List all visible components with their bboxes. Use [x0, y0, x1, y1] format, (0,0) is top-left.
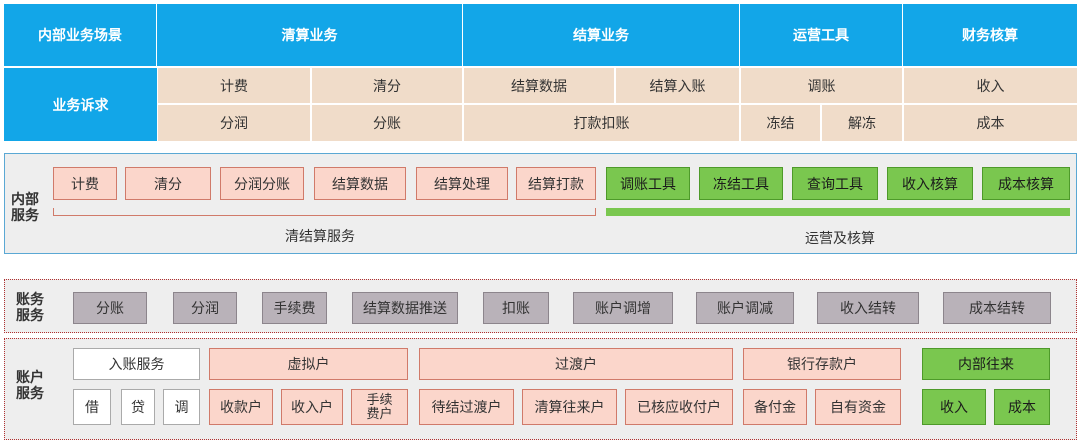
- internal-service-item: 结算处理: [416, 167, 508, 200]
- internal-service-item: 计费: [53, 167, 117, 200]
- account-child: 自有资金: [815, 389, 901, 425]
- header-ops-tools: 运营工具: [740, 4, 903, 66]
- accounting-item: 手续费: [262, 292, 327, 324]
- accounting-item: 成本结转: [943, 292, 1051, 324]
- account-child: 收款户: [209, 389, 273, 425]
- req-cell: 调账: [741, 68, 902, 103]
- internal-tool-item: 收入核算: [887, 167, 973, 200]
- account-services-label: 账户 服务: [16, 369, 44, 401]
- req-cell: 计费: [158, 68, 310, 103]
- req-cell: 收入: [904, 68, 1077, 103]
- ops-bracket: [606, 208, 1070, 216]
- account-child: 备付金: [743, 389, 807, 425]
- accounting-item: 扣账: [483, 292, 549, 324]
- account-child: 已核应收付户: [625, 389, 733, 425]
- account-child: 收入: [922, 389, 986, 425]
- req-cell: 分润: [158, 105, 310, 141]
- account-child: 清算往来户: [522, 389, 617, 425]
- accounting-item: 分账: [73, 292, 147, 324]
- internal-tool-item: 调账工具: [606, 167, 690, 200]
- account-child: 成本: [994, 389, 1050, 425]
- internal-service-item: 结算打款: [516, 167, 596, 200]
- ops-caption: 运营及核算: [805, 230, 875, 246]
- requirements-label: 业务诉求: [4, 68, 157, 141]
- accounting-item: 结算数据推送: [352, 292, 458, 324]
- account-child: 贷: [121, 389, 155, 425]
- account-child: 收入户: [281, 389, 343, 425]
- header-finance: 财务核算: [903, 4, 1077, 66]
- internal-service-item: 清分: [125, 167, 211, 200]
- internal-services-label: 内部 服务: [11, 191, 39, 223]
- req-cell: 清分: [312, 68, 462, 103]
- account-group-title: 入账服务: [73, 348, 200, 380]
- accounting-item: 收入结转: [817, 292, 919, 324]
- req-cell: 结算数据: [464, 68, 614, 103]
- accounting-item: 分润: [173, 292, 237, 324]
- header-settlement: 结算业务: [463, 4, 740, 66]
- account-group-title: 银行存款户: [743, 348, 901, 380]
- internal-tool-item: 成本核算: [982, 167, 1070, 200]
- accounting-services-label: 账务 服务: [16, 291, 44, 323]
- account-child: 待结过渡户: [419, 389, 514, 425]
- clearing-caption: 清结算服务: [285, 228, 355, 244]
- header-clearing: 清算业务: [157, 4, 463, 66]
- header-scene: 内部业务场景: [4, 4, 157, 66]
- clearing-bracket: [53, 208, 596, 216]
- req-cell: 打款扣账: [464, 105, 739, 141]
- account-group-title: 虚拟户: [209, 348, 408, 380]
- internal-service-item: 分润分账: [220, 167, 304, 200]
- account-child: 调: [163, 389, 200, 425]
- req-cell: 分账: [312, 105, 462, 141]
- account-child: 借: [73, 389, 111, 425]
- req-cell: 冻结: [741, 105, 820, 141]
- account-child: 手续 费户: [351, 389, 408, 425]
- account-group-title: 过渡户: [419, 348, 733, 380]
- accounting-item: 账户调减: [696, 292, 794, 324]
- internal-service-item: 结算数据: [314, 167, 406, 200]
- internal-tool-item: 查询工具: [792, 167, 878, 200]
- accounting-item: 账户调增: [573, 292, 673, 324]
- account-group-title: 内部往来: [922, 348, 1050, 380]
- internal-tool-item: 冻结工具: [699, 167, 783, 200]
- req-cell: 解冻: [822, 105, 902, 141]
- req-cell: 成本: [904, 105, 1077, 141]
- req-cell: 结算入账: [616, 68, 739, 103]
